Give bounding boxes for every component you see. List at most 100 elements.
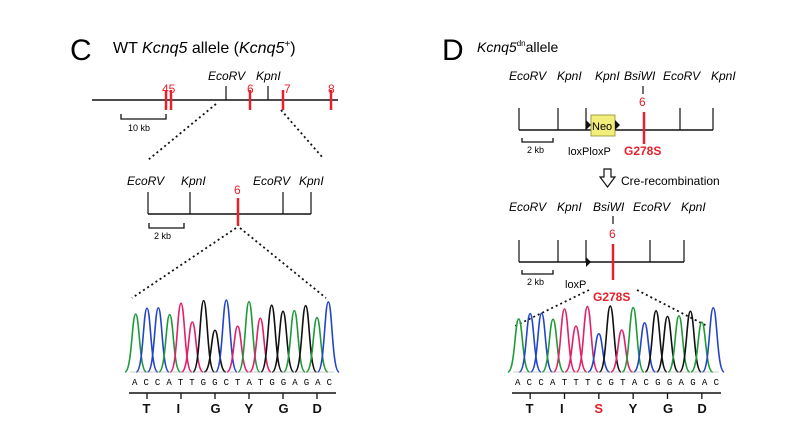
- trace-peak-C: [518, 312, 542, 373]
- panel-c: C WT Kcnq5 allele (Kcnq5+) EcoRV KpnI 45…: [70, 34, 340, 416]
- trace-peak-G: [271, 310, 295, 373]
- amino-acid-G: G: [663, 401, 673, 416]
- cre-label: Cre-recombination: [621, 174, 720, 188]
- d-bot-ecorv2: EcoRV: [633, 200, 671, 214]
- trace-peak-T: [610, 329, 634, 373]
- amino-acid-Y: Y: [245, 401, 254, 416]
- loxp-site-2: [615, 120, 620, 130]
- panel-c-letter: C: [70, 34, 92, 67]
- cre-recombination-arrow: Cre-recombination: [598, 168, 720, 188]
- zoom-kpni2-label: KpnI: [299, 174, 324, 188]
- panel-d-letter: D: [442, 34, 464, 67]
- panel-d-title: Kcnq5dnallele: [477, 39, 559, 55]
- d-top-kpni2: KpnI: [595, 69, 620, 83]
- d-top-kpni3: KpnI: [711, 69, 736, 83]
- panel-c-zoom-map: EcoRV KpnI EcoRV KpnI 6 2 kb: [127, 174, 327, 299]
- panel-d-title-suffix: allele: [526, 39, 559, 55]
- exon-8-label: 8: [328, 82, 335, 96]
- panel-d-targeted-map: EcoRV KpnI KpnI BsiWI EcoRV KpnI 6 Neo l…: [509, 69, 736, 158]
- panel-c-title-prefix: WT: [113, 40, 142, 57]
- trace-peak-T: [180, 321, 204, 373]
- zoom-exon-6-label: 6: [234, 183, 241, 197]
- d-bot-mutation-label: G278S: [593, 290, 630, 304]
- d-bot-ecorv1: EcoRV: [509, 200, 547, 214]
- codon-ticks: [529, 393, 703, 399]
- seq-zoom-line-right: [239, 227, 327, 299]
- d-bot-scale-bar: [521, 270, 554, 275]
- amino-acid-T: T: [526, 401, 534, 416]
- panel-c-title-gene2: Kcnq5: [239, 40, 284, 57]
- d-top-scale-label: 2 kb: [527, 145, 544, 155]
- loxp-site-1: [586, 120, 591, 130]
- panel-d: D Kcnq5dnallele EcoRV KpnI KpnI BsiWI Ec…: [442, 34, 736, 416]
- panel-c-title-suffix: ): [290, 40, 295, 57]
- amino-acid-Y: Y: [629, 401, 638, 416]
- amino-acid-D: D: [313, 401, 322, 416]
- trace-peak-T: [248, 317, 272, 373]
- amino-acid-T: T: [143, 401, 151, 416]
- d-seq-zoom-line-left: [514, 289, 590, 327]
- neo-label: Neo: [592, 121, 612, 133]
- panel-c-title-sup: +: [284, 39, 290, 50]
- d-bot-loxp-site: [586, 257, 591, 267]
- exon-6-label: 6: [247, 82, 254, 96]
- trace-peak-C: [632, 321, 657, 373]
- sequence-text: ACCATTGGCTATGGAGAC: [132, 378, 333, 388]
- d-bot-exon-6-label: 6: [609, 227, 616, 241]
- exon-7-label: 7: [284, 82, 291, 96]
- d-top-ecorv1: EcoRV: [509, 69, 547, 83]
- seq-zoom-line-left: [131, 227, 237, 299]
- trace-peak-A: [667, 315, 691, 373]
- panel-c-title-gene: Kcnq5: [142, 40, 187, 57]
- d-top-ecorv2: EcoRV: [663, 69, 701, 83]
- d-seq-zoom-line-right: [636, 289, 708, 327]
- sequence-text: ACCATTTCGTACGGAGAC: [515, 378, 720, 388]
- trace-peak-G: [203, 329, 227, 373]
- trace-peak-T: [564, 325, 588, 373]
- codon-ticks: [146, 393, 318, 399]
- trace-peak-T: [226, 325, 250, 373]
- panel-d-recombined-map: EcoRV KpnI BsiWI EcoRV KpnI 6 loxP G278S…: [509, 200, 708, 327]
- ecorv-label: EcoRV: [208, 69, 246, 83]
- down-arrow-icon: [598, 168, 617, 188]
- amino-acid-G: G: [279, 401, 289, 416]
- panel-d-title-sup: dn: [517, 39, 526, 48]
- d-top-kpni1: KpnI: [557, 69, 582, 83]
- amino-acid-I: I: [560, 401, 564, 416]
- trace-peak-C: [587, 332, 611, 373]
- d-bot-scale-label: 2 kb: [527, 277, 544, 287]
- trace-peak-A: [507, 318, 531, 373]
- d-top-bsiwi: BsiWI: [624, 69, 656, 83]
- trace-peak-G: [598, 305, 622, 373]
- d-top-exon-6-label: 6: [639, 95, 646, 109]
- panel-d-title-gene: Kcnq5: [477, 39, 517, 55]
- panel-c-title: WT Kcnq5 allele (Kcnq5+): [113, 39, 296, 57]
- trace-peak-A: [158, 313, 182, 373]
- panel-c-title-mid: allele (: [187, 40, 239, 57]
- trace-peak-A: [541, 318, 565, 373]
- d-bot-loxp-label: loxP: [565, 279, 586, 291]
- trace-peak-A: [124, 313, 148, 373]
- zoom-line-right: [280, 109, 324, 159]
- kpni-label: KpnI: [256, 69, 281, 83]
- trace-peak-A: [305, 316, 329, 373]
- scale-bar-2kb: [148, 223, 185, 229]
- trace-peak-C: [701, 306, 725, 373]
- d-top-loxp-label: loxPloxP: [568, 146, 611, 158]
- trace-peak-C: [316, 301, 340, 373]
- d-bot-bsiwi: BsiWI: [593, 200, 625, 214]
- trace-peak-C: [135, 307, 159, 373]
- exon-45-label: 45: [162, 82, 176, 96]
- d-bot-kpni2: KpnI: [681, 200, 706, 214]
- zoom-line-left: [147, 103, 217, 161]
- zoom-kpni1-label: KpnI: [181, 174, 206, 188]
- scale-label-10kb: 10 kb: [128, 123, 150, 133]
- trace-peak-A: [690, 321, 714, 373]
- d-top-mutation-label: G278S: [624, 144, 661, 158]
- trace-peak-G: [655, 315, 680, 373]
- chromatogram-traces: [124, 299, 340, 373]
- amino-acid-D: D: [697, 401, 706, 416]
